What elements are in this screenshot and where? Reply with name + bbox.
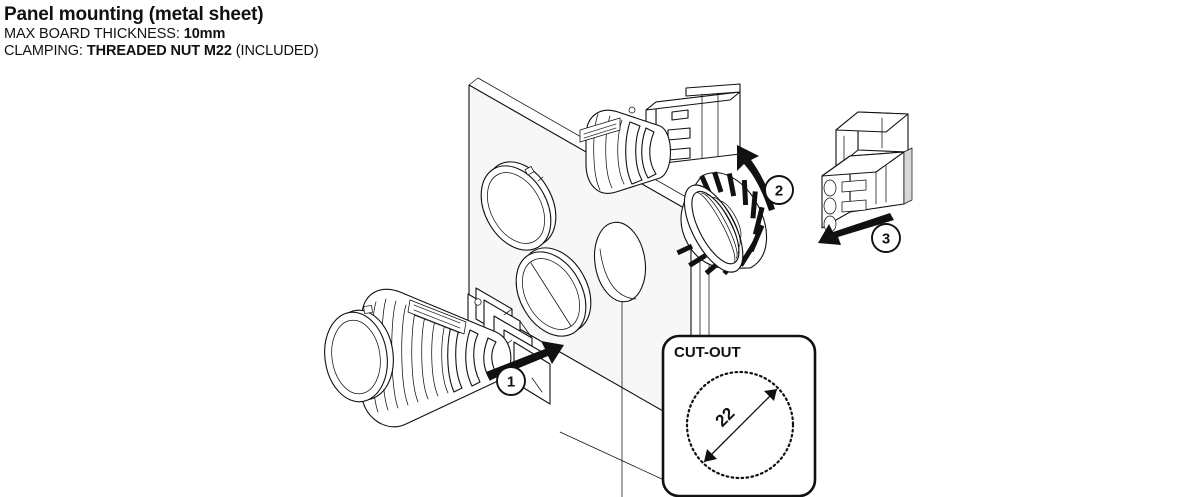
spec-label: CLAMPING:: [4, 43, 83, 59]
spec-value: 10mm: [183, 26, 226, 42]
body-pin: [474, 298, 482, 306]
label-plate-mounted: [579, 117, 621, 143]
threaded-barrel: [361, 288, 512, 428]
step-3-callout: 3: [818, 213, 901, 253]
step-1-number: 1: [507, 374, 515, 391]
cutout-leader-line-2: [559, 431, 665, 481]
step-3-circle: [871, 223, 901, 253]
page-title: Panel mounting (metal sheet): [4, 4, 264, 25]
step-1-callout: 1: [486, 341, 564, 396]
spec-suffix: (INCLUDED): [235, 43, 319, 59]
button-head: [324, 305, 394, 403]
label-plate: [407, 299, 467, 335]
body-pin-mounted: [628, 106, 636, 114]
internal-threads: [696, 191, 742, 264]
spec-max-board-thickness: MAX BOARD THICKNESS: 10mm: [4, 26, 319, 43]
cutout-diameter-dim: [703, 388, 778, 463]
threaded-nut-m22: [676, 171, 768, 276]
panel-cutout-hole: [593, 221, 647, 303]
spec-clamping: CLAMPING: THREADED NUT M22 (INCLUDED): [4, 43, 319, 60]
spec-label: MAX BOARD THICKNESS:: [4, 26, 180, 42]
bezel-ring-lower: [515, 247, 592, 337]
connector-3-pin: [821, 111, 913, 233]
spec-value: THREADED NUT M22: [86, 43, 232, 59]
cutout-circle: [685, 370, 795, 480]
mounted-barrel: [579, 106, 671, 194]
step-2-callout: 2: [737, 145, 794, 211]
pushbutton-m22-mounted: [579, 83, 741, 194]
collar-slots: [447, 322, 499, 393]
step-2-number: 2: [775, 183, 783, 200]
header-block: Panel mounting (metal sheet) MAX BOARD T…: [4, 4, 319, 60]
step-3-number: 3: [882, 231, 890, 248]
cutout-title: CUT-OUT: [674, 344, 741, 361]
step-2-circle: [764, 175, 794, 205]
bezel-ring-upper: [480, 161, 557, 251]
cutout-detail-box: CUT-OUT 22: [661, 334, 817, 497]
cable-entries: [823, 179, 837, 233]
step-1-circle: [496, 366, 526, 396]
